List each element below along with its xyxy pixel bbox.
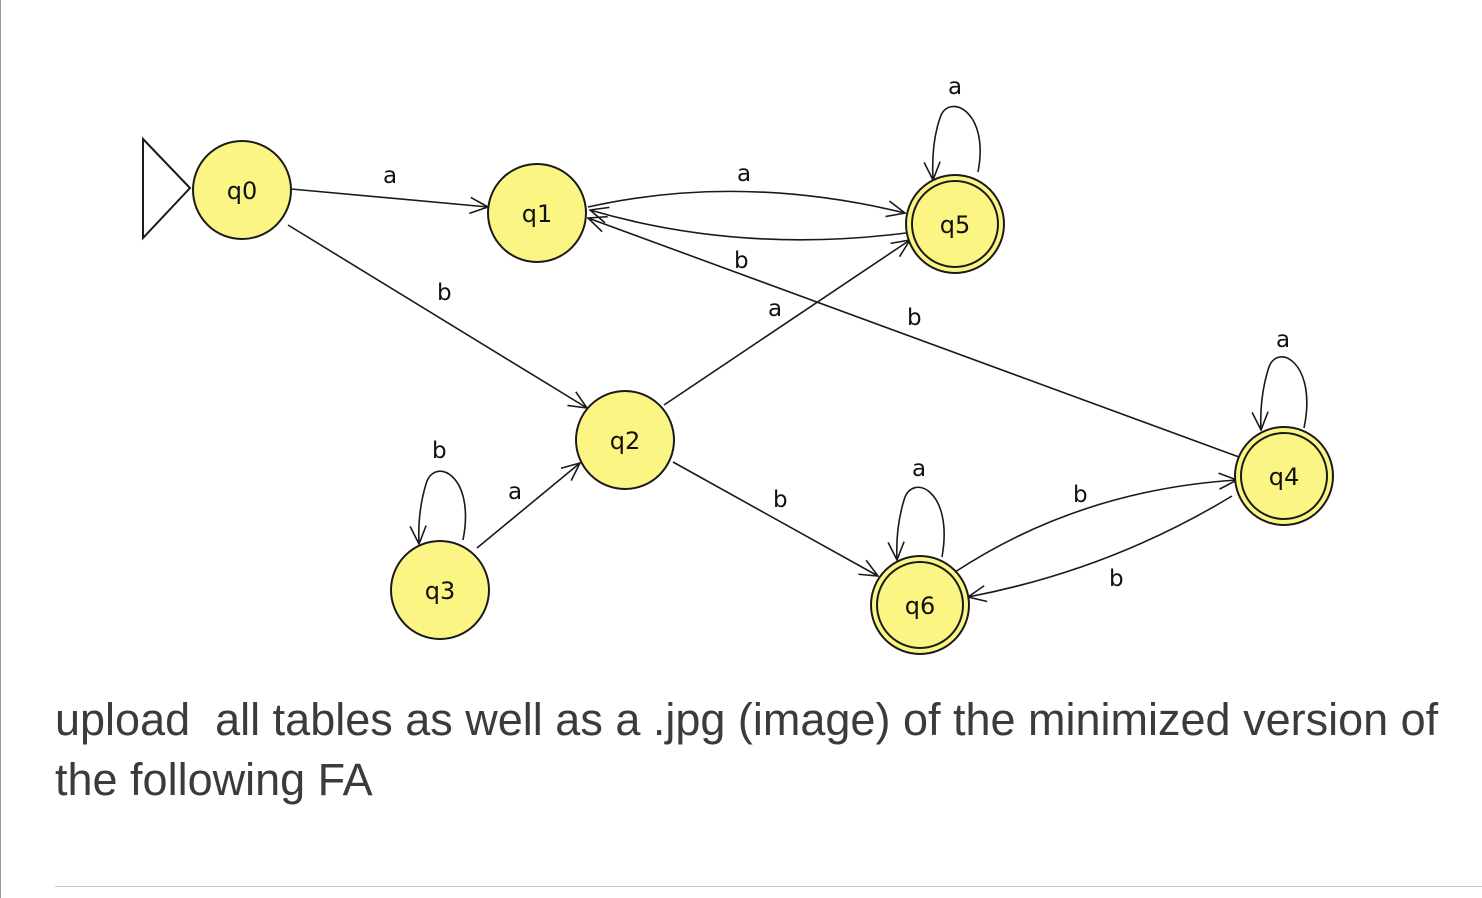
edge-label-q4-loop: a: [1276, 327, 1290, 353]
edge-q0-q1: [290, 188, 488, 207]
loop-q6: [897, 486, 945, 560]
state-q3: [390, 540, 490, 640]
edge-q4-q1: [588, 218, 1240, 458]
state-label-q3: q3: [425, 577, 456, 605]
state-q5-inner: [911, 180, 999, 268]
edge-label-q0-q1: a: [383, 163, 397, 189]
finite-automaton-diagram: a b a b b a a b b a a a b b q0 q1 q2 q3 …: [142, 74, 1334, 655]
edge-q1-q5: [587, 190, 905, 213]
state-q0: [192, 140, 292, 240]
start-state-marker: [142, 136, 192, 241]
edge-label-q6-q4: b: [1073, 482, 1088, 508]
question-instructions: upload all tables as well as a .jpg (ima…: [55, 694, 1451, 805]
edge-label-q6-loop: a: [912, 456, 926, 482]
state-q4-inner: [1240, 432, 1328, 520]
edge-label-q4-q1: b: [907, 305, 922, 331]
edge-q2-q6: [672, 461, 878, 576]
loop-q4: [1261, 356, 1308, 430]
edge-q2-q5: [663, 240, 910, 406]
left-border: [0, 0, 1, 898]
edge-label-q4-q6: b: [1109, 566, 1124, 592]
bottom-divider: [55, 886, 1482, 887]
edge-q4-q6: [968, 495, 1233, 597]
state-q2: [575, 390, 675, 490]
edge-q0-q2: [287, 224, 587, 408]
state-label-q0: q0: [227, 177, 258, 205]
edge-q5-q1: [590, 210, 907, 241]
edge-label-q2-q5: a: [768, 296, 782, 322]
state-label-q6: q6: [905, 592, 936, 620]
edge-label-q2-q6: b: [773, 487, 788, 513]
edge-label-q5-q1: b: [734, 248, 749, 274]
state-label-q1: q1: [522, 200, 553, 228]
loop-q5: [933, 105, 981, 180]
state-label-q4: q4: [1269, 463, 1300, 491]
edge-label-q3-q2: a: [508, 479, 522, 505]
state-q1: [487, 163, 587, 263]
state-label-q2: q2: [610, 427, 641, 455]
edge-q6-q4: [954, 480, 1237, 573]
edge-q3-q2: [476, 463, 580, 549]
state-q6-inner: [876, 561, 964, 649]
state-label-q5: q5: [940, 211, 971, 239]
loop-q3: [419, 470, 467, 544]
edge-label-q1-q5: a: [737, 161, 751, 187]
edge-label-q3-loop: b: [432, 438, 447, 464]
edge-label-q5-loop: a: [948, 74, 962, 100]
edge-label-q0-q2: b: [437, 280, 452, 306]
